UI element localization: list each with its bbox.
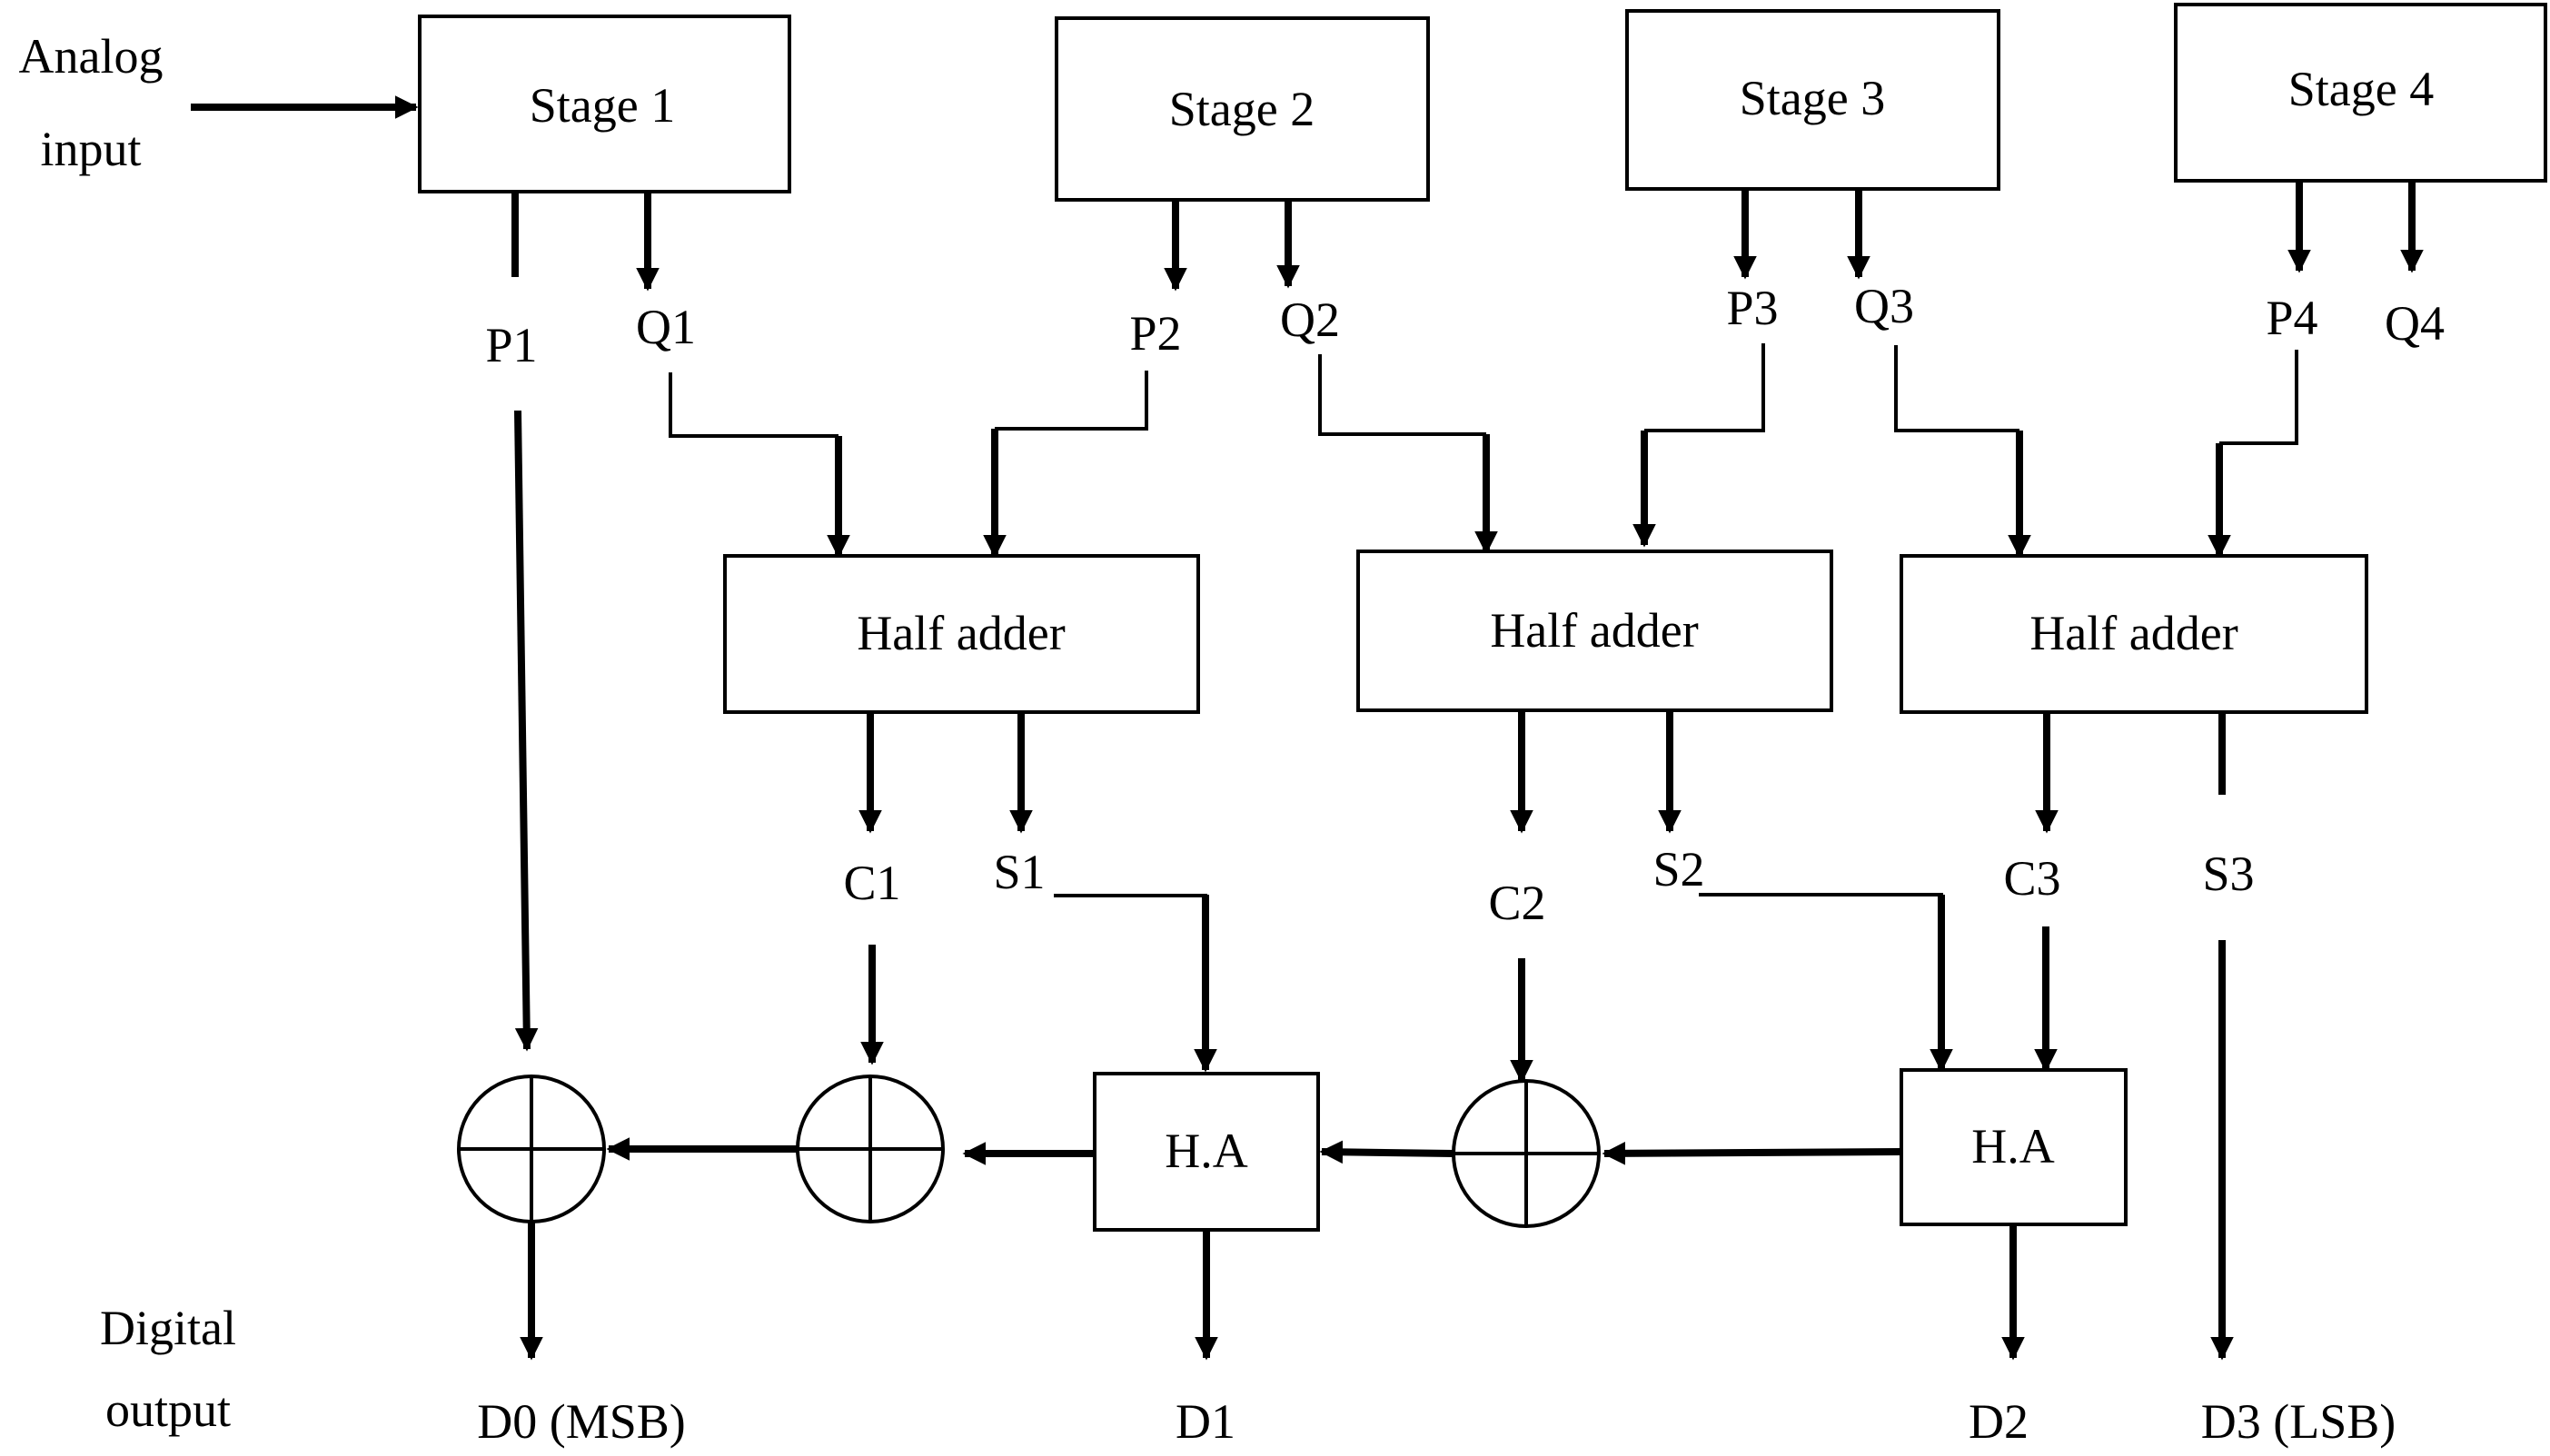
p2-wire bbox=[995, 371, 1148, 431]
c3-label: C3 bbox=[2003, 851, 2060, 906]
p1-label: P1 bbox=[485, 318, 537, 372]
ha-block-1-label: H.A bbox=[1165, 1124, 1248, 1178]
ha-block-2-label: H.A bbox=[1971, 1119, 2055, 1174]
s3-label: S3 bbox=[2202, 847, 2254, 901]
half-adder-2 bbox=[1356, 550, 1833, 712]
ha2-to-xor3-arrow bbox=[1602, 1142, 1902, 1165]
digital-output-label-line1: Digital bbox=[100, 1301, 236, 1355]
q1-wire bbox=[669, 372, 838, 438]
p3-wire bbox=[1644, 343, 1765, 432]
stage-3-label: Stage 3 bbox=[1740, 71, 1885, 125]
q2-label: Q2 bbox=[1280, 292, 1340, 347]
q1-label: Q1 bbox=[636, 300, 696, 354]
q3-wire bbox=[1894, 345, 2019, 432]
digital-output-label-line2: output bbox=[105, 1382, 231, 1437]
s2-label: S2 bbox=[1652, 842, 1704, 896]
c2-label: C2 bbox=[1488, 876, 1545, 930]
xor3-to-ha1-arrow bbox=[1319, 1140, 1454, 1164]
analog-input-label-line2: input bbox=[40, 122, 141, 176]
c1-label: C1 bbox=[843, 856, 900, 910]
q2-wire bbox=[1318, 354, 1486, 436]
stage-1-box bbox=[418, 15, 791, 193]
half-adder-3-label: Half adder bbox=[2029, 606, 2237, 660]
stage-4-box bbox=[2174, 3, 2547, 183]
q4-label: Q4 bbox=[2385, 296, 2445, 351]
half-adder-1-label: Half adder bbox=[857, 606, 1065, 660]
xor-circle-2 bbox=[796, 1075, 945, 1223]
p4-label: P4 bbox=[2266, 291, 2317, 345]
p2-label: P2 bbox=[1129, 306, 1181, 361]
d2-label: D2 bbox=[1969, 1394, 2029, 1449]
half-adder-3 bbox=[1900, 554, 2368, 714]
s1-wire bbox=[1054, 894, 1207, 945]
p3-label: P3 bbox=[1726, 281, 1778, 335]
stage-2-label: Stage 2 bbox=[1169, 82, 1315, 136]
q3-label: Q3 bbox=[1854, 279, 1914, 333]
stage-3-box bbox=[1625, 9, 2000, 191]
d0-label: D0 (MSB) bbox=[477, 1394, 686, 1449]
s2-wire bbox=[1699, 893, 1943, 945]
xor-circle-3 bbox=[1452, 1079, 1601, 1228]
half-adder-1 bbox=[723, 554, 1200, 714]
s1-label: S1 bbox=[993, 845, 1045, 899]
d3-label: D3 (LSB) bbox=[2201, 1394, 2396, 1449]
ha-block-2 bbox=[1900, 1068, 2128, 1226]
p1-long-arrow bbox=[514, 410, 539, 1052]
d1-label: D1 bbox=[1176, 1394, 1235, 1449]
half-adder-2-label: Half adder bbox=[1490, 603, 1698, 658]
analog-input-label-line1: Analog bbox=[19, 29, 164, 84]
p4-wire bbox=[2219, 350, 2298, 445]
stage-1-label: Stage 1 bbox=[530, 78, 675, 133]
xor-circle-1 bbox=[457, 1075, 606, 1223]
stage-2-box bbox=[1055, 16, 1430, 202]
stage-4-label: Stage 4 bbox=[2288, 62, 2434, 116]
